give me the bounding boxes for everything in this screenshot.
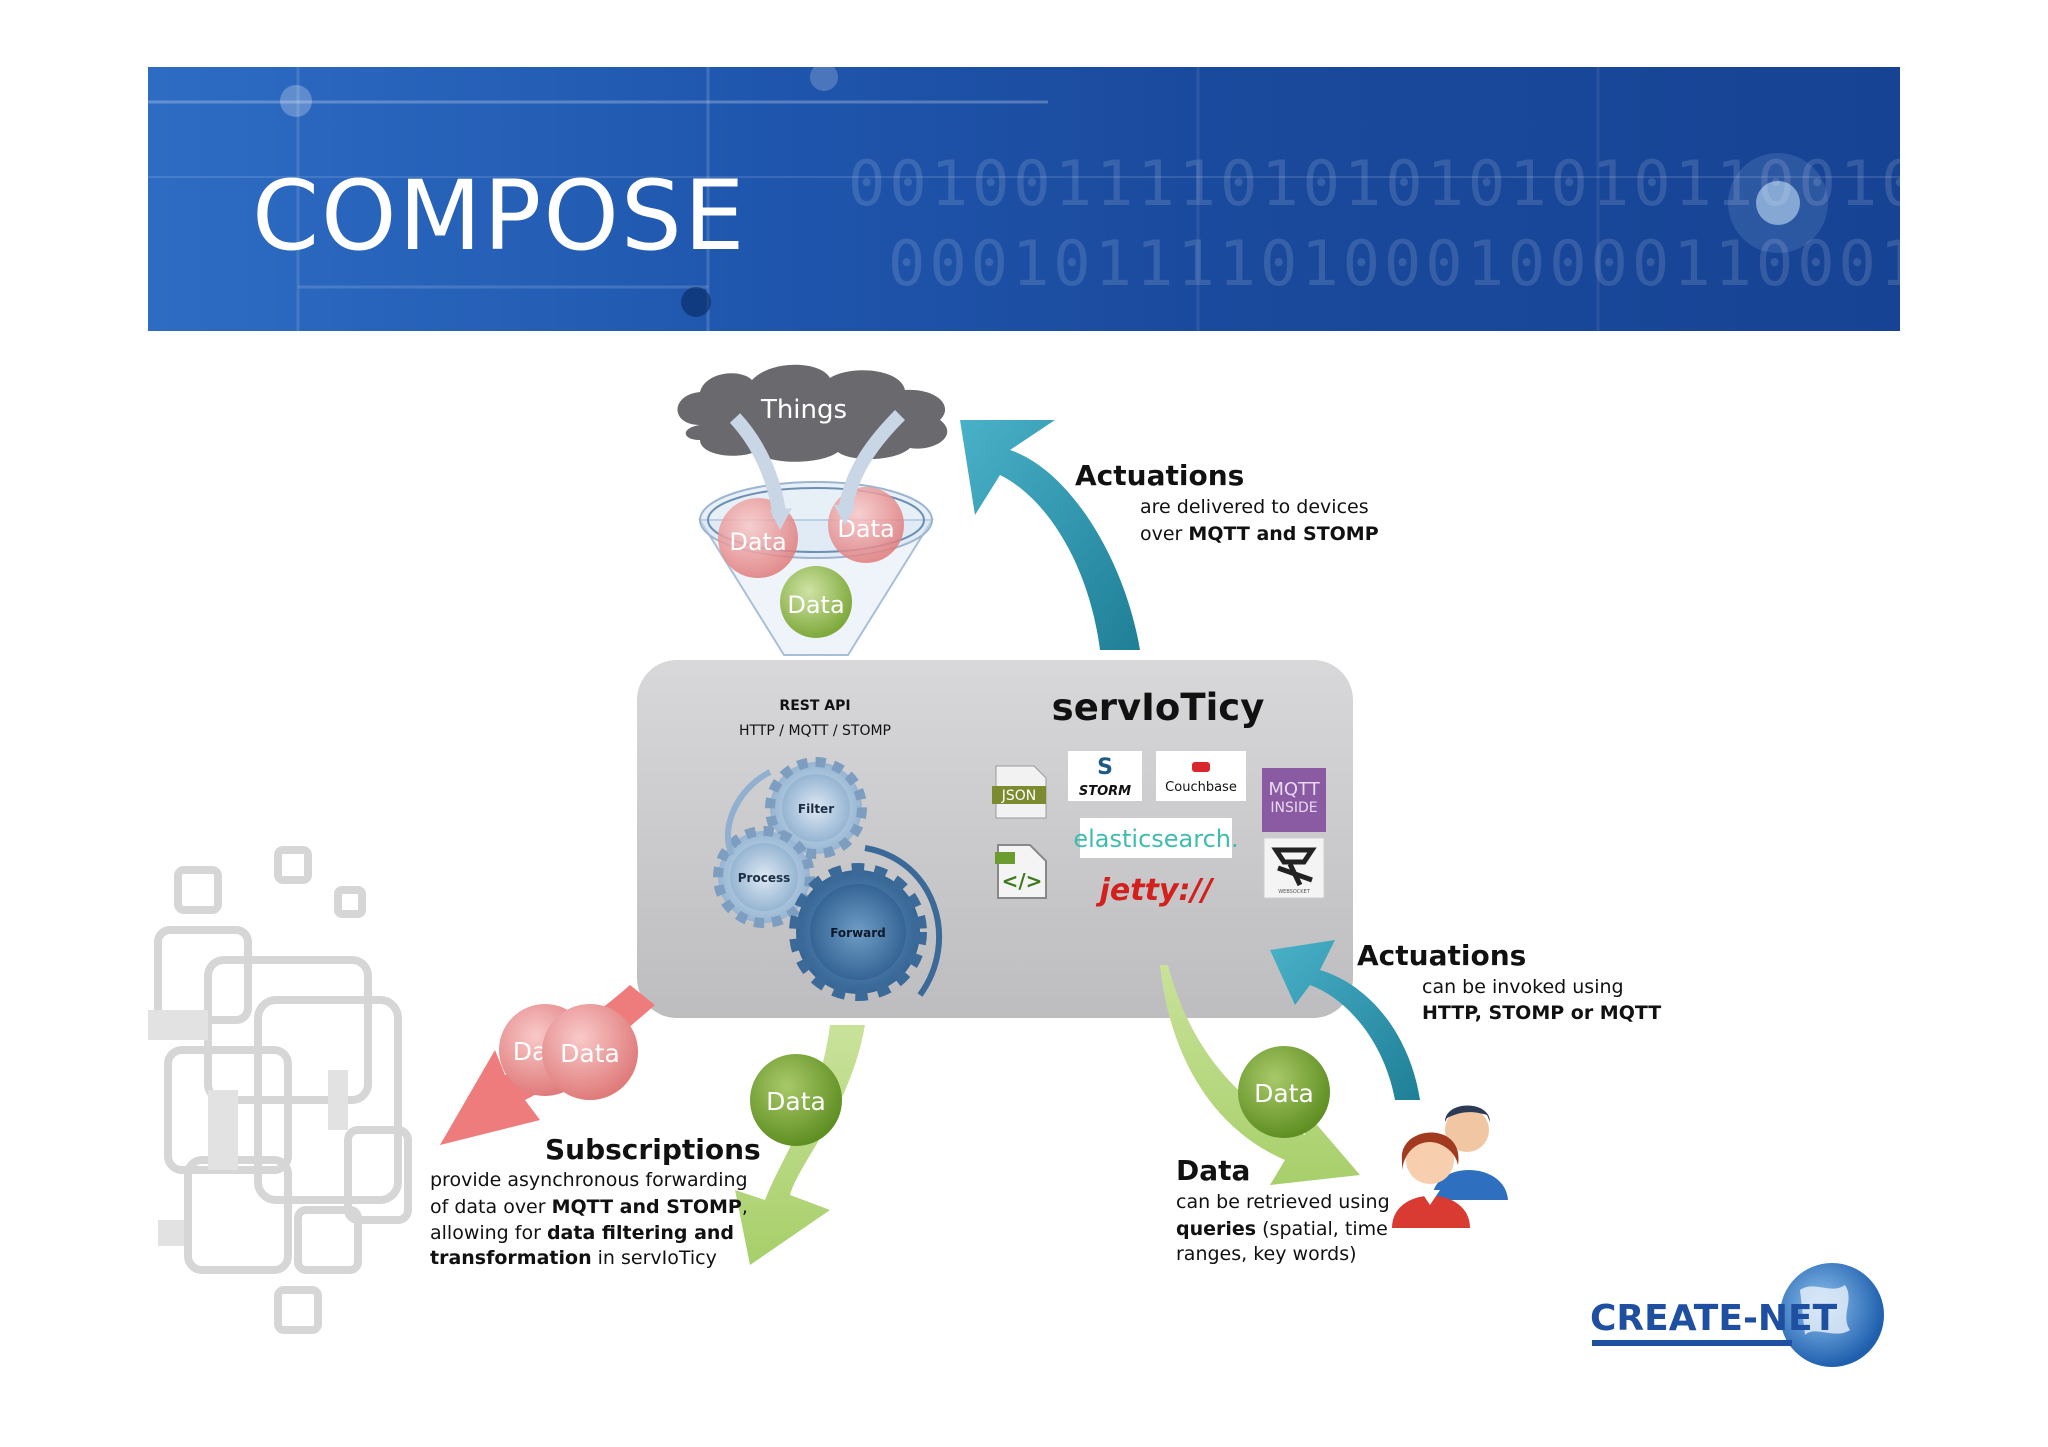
gear-label: Filter bbox=[798, 802, 834, 816]
platform-name: servIoTicy bbox=[1052, 686, 1265, 729]
svg-text:can be retrieved using: can be retrieved using bbox=[1176, 1191, 1390, 1213]
title-banner: 00100111101010101010110010 0001011110100… bbox=[148, 67, 1900, 331]
svg-text:can be invoked using: can be invoked using bbox=[1422, 976, 1624, 998]
svg-text:WEBSOCKET: WEBSOCKET bbox=[1278, 889, 1310, 895]
jetty-logo: jetty:// bbox=[1096, 873, 1216, 908]
svg-text:of data over MQTT and STOMP,: of data over MQTT and STOMP, bbox=[430, 1196, 748, 1218]
create-net-logo: CREATE-NET bbox=[1590, 1263, 1884, 1367]
decorative-squares-pattern bbox=[148, 846, 412, 1334]
actuation-invoke-arrow bbox=[1270, 940, 1420, 1100]
gear-label: Process bbox=[738, 871, 791, 885]
code-file-icon: </> bbox=[995, 844, 1047, 899]
svg-text:Couchbase: Couchbase bbox=[1165, 780, 1237, 795]
json-logo: JSON bbox=[992, 765, 1047, 819]
cloud-label: Things bbox=[760, 395, 847, 425]
caption-title: Actuations bbox=[1357, 939, 1526, 972]
subscriptions-caption: Subscriptions provide asynchronous forwa… bbox=[430, 1133, 761, 1269]
svg-text:ranges, key words): ranges, key words) bbox=[1176, 1243, 1357, 1265]
svg-text:HTTP, STOMP or MQTT: HTTP, STOMP or MQTT bbox=[1422, 1002, 1661, 1024]
funnel-data-bubble: Data bbox=[780, 566, 852, 638]
process-gear-icon: Process bbox=[713, 826, 815, 928]
forward-gear-icon: Forward bbox=[789, 863, 927, 1001]
svg-text:MQTT: MQTT bbox=[1268, 779, 1320, 800]
binary-row: 0001011110100010000110001 bbox=[888, 227, 1900, 300]
rotation-arrow-icon bbox=[725, 769, 772, 857]
banner-circuit-pattern bbox=[148, 67, 1900, 331]
binary-row: 00100111101010101010110010 bbox=[848, 147, 1900, 220]
svg-text:JSON: JSON bbox=[1001, 788, 1037, 804]
rest-api-protocols: HTTP / MQTT / STOMP bbox=[739, 723, 891, 739]
forward-data-bubble: Data bbox=[750, 1054, 842, 1146]
svg-text:INSIDE: INSIDE bbox=[1270, 800, 1317, 816]
svg-text:elasticsearch.: elasticsearch. bbox=[1073, 825, 1238, 853]
subscription-data-bubble: Data bbox=[542, 1004, 638, 1100]
data-label: Data bbox=[787, 591, 844, 619]
filter-gear-icon: Filter bbox=[765, 757, 867, 859]
cloud-to-funnel-arrow bbox=[838, 410, 905, 514]
svg-text:over MQTT and STOMP: over MQTT and STOMP bbox=[1140, 523, 1379, 545]
data-label: Data bbox=[766, 1087, 826, 1116]
couchbase-logo: Couchbase bbox=[1156, 751, 1246, 801]
svg-text:provide asynchronous forwardin: provide asynchronous forwarding bbox=[430, 1169, 748, 1191]
gear-label: Forward bbox=[830, 926, 886, 940]
svg-text:allowing for data filtering an: allowing for data filtering and bbox=[430, 1222, 734, 1244]
things-cloud: Things bbox=[677, 364, 948, 462]
actuation-delivery-arrow bbox=[960, 420, 1140, 650]
svg-text:S: S bbox=[1097, 755, 1113, 780]
users-icon bbox=[1392, 1105, 1508, 1228]
elasticsearch-logo: elasticsearch. bbox=[1073, 818, 1239, 858]
svg-text:</>: </> bbox=[1002, 869, 1043, 893]
storm-logo: S STORM bbox=[1068, 751, 1142, 801]
rest-api-title: REST API bbox=[779, 698, 850, 714]
svg-text:CREATE-NET: CREATE-NET bbox=[1590, 1298, 1838, 1339]
mqtt-logo: MQTT INSIDE bbox=[1262, 768, 1326, 832]
slide-title: COMPOSE bbox=[252, 160, 747, 272]
websocket-logo: WEBSOCKET bbox=[1263, 837, 1325, 899]
data-query-caption: Data can be retrieved using queries (spa… bbox=[1176, 1154, 1390, 1265]
data-label: Data bbox=[560, 1039, 620, 1068]
actuations-top-caption: Actuations are delivered to devices over… bbox=[1075, 459, 1379, 545]
caption-title: Subscriptions bbox=[545, 1133, 761, 1166]
data-label: Data bbox=[1254, 1079, 1314, 1108]
query-data-bubble: Data bbox=[1238, 1046, 1330, 1138]
cloud-to-funnel-arrow bbox=[729, 413, 787, 519]
svg-text:are delivered to devices: are delivered to devices bbox=[1140, 496, 1369, 518]
data-label: Da bbox=[513, 1037, 548, 1066]
funnel-data-bubble: Data bbox=[828, 487, 904, 563]
caption-title: Data bbox=[1176, 1154, 1250, 1187]
rotation-arrow-icon bbox=[864, 845, 943, 997]
caption-title: Actuations bbox=[1075, 459, 1244, 492]
svg-text:jetty://: jetty:// bbox=[1096, 873, 1216, 908]
svg-text:queries (spatial, time: queries (spatial, time bbox=[1176, 1218, 1388, 1240]
svg-text:transformation in servIoTicy: transformation in servIoTicy bbox=[430, 1247, 717, 1269]
data-query-arrow bbox=[1160, 965, 1360, 1185]
svg-text:STORM: STORM bbox=[1079, 784, 1131, 799]
data-label: Data bbox=[729, 528, 786, 556]
actuations-right-caption: Actuations can be invoked using HTTP, ST… bbox=[1357, 939, 1661, 1024]
